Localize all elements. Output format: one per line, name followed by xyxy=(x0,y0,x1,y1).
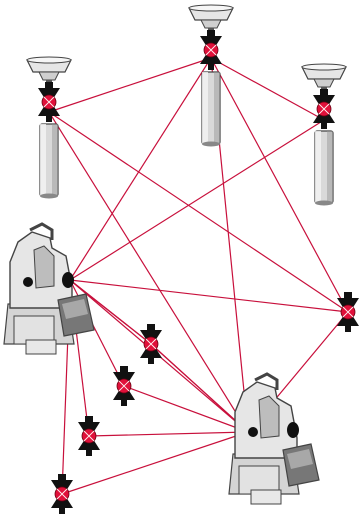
sight-line-ts-left-to-prism-5 xyxy=(69,279,152,345)
pole-prism-icon xyxy=(313,89,335,129)
gnss-receiver-center xyxy=(188,4,234,147)
sight-line-prism-4-to-ts-right xyxy=(61,431,249,495)
prism-icon-3 xyxy=(78,416,100,456)
sight-line-ts-left-to-prism-right xyxy=(69,279,349,313)
pole-prism-icon xyxy=(200,30,222,70)
prism-icon-1 xyxy=(140,324,162,364)
sight-line-gnss-left-to-prism-right xyxy=(48,111,349,313)
sight-line-gnss-right-to-ts-left xyxy=(69,119,325,281)
total-station-right xyxy=(228,372,320,505)
gnss-receiver-left xyxy=(26,56,72,199)
sight-line-prism-2-to-ts-right xyxy=(123,385,249,433)
prism-icon-right xyxy=(337,292,359,332)
sight-line-gnss-center-to-prism-right xyxy=(210,57,349,313)
gnss-receiver-right xyxy=(301,63,347,206)
sight-line-prism-5-to-ts-right xyxy=(150,343,249,433)
instruments xyxy=(3,4,359,514)
pole-prism-icon xyxy=(38,82,60,122)
sight-line-gnss-left-to-gnss-center xyxy=(48,57,212,113)
sight-line-gnss-left-to-ts-right xyxy=(48,111,249,433)
total-station-left xyxy=(3,222,95,355)
sight-line-gnss-center-to-ts-left xyxy=(69,57,212,281)
prism-icon-4 xyxy=(51,474,73,514)
sight-line-gnss-center-to-gnss-right xyxy=(210,57,325,121)
prism-icon-2 xyxy=(113,366,135,406)
sight-line-prism-3-to-ts-right xyxy=(88,431,249,437)
